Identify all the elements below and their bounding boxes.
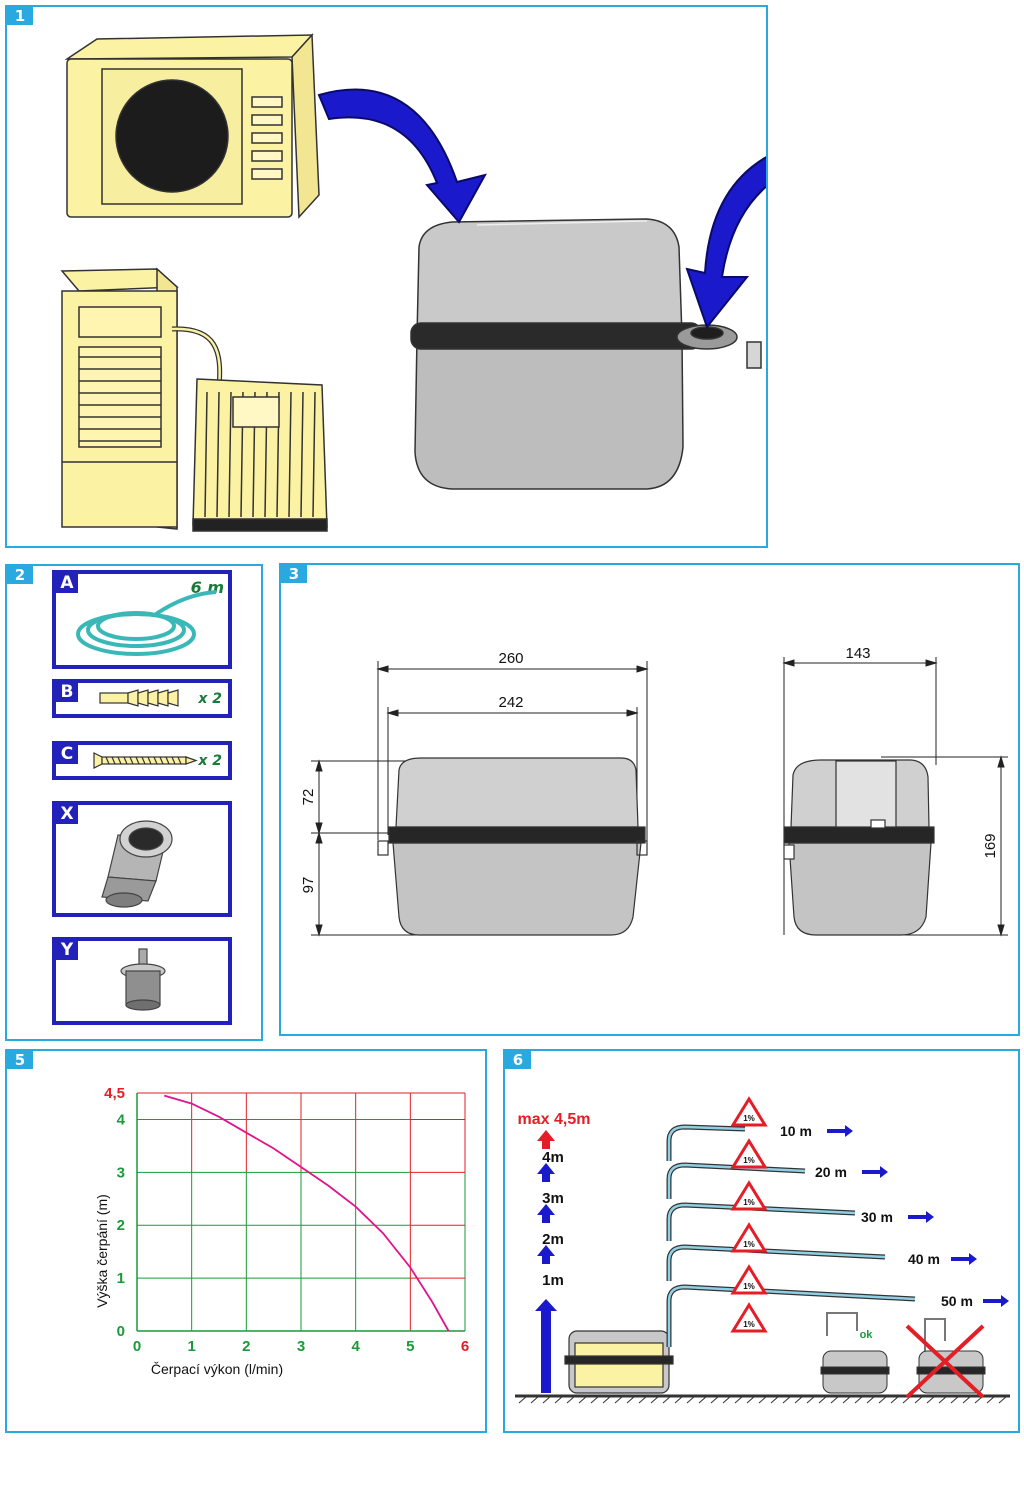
chart-x-tick-label: 0 [133,1338,141,1355]
condensate-pump [410,218,762,490]
pump-front-view [377,757,648,936]
accessory-letter: A [56,574,78,593]
chart-grid [136,1092,466,1332]
panel-2-accessories: 2 A 6 m B x 2 C x 2 [5,564,263,1041]
dimension-drawing: 260 242 72 97 143 169 [300,645,1008,937]
accessory-b-anchors: B x 2 [52,679,232,718]
chart-y-tick-label: 4 [117,1111,126,1128]
panel-number: 3 [281,565,307,583]
adapter-fitting-icon [101,820,173,908]
accessory-letter: C [56,745,78,764]
lift-level-2m: 2m [542,1231,564,1248]
chart-tick-labels: 0 1 2 3 4 5 6 0 1 2 3 4 4,5 [104,1085,469,1355]
accessory-x-adapter: X [52,801,232,917]
chart-x-tick-label: 2 [242,1338,250,1355]
slope-label: 1% [743,1198,755,1207]
outdoor-ac-unit [64,33,320,219]
run-length-50m: 50 m [941,1293,973,1309]
accessory-a-hose: A 6 m [52,570,232,669]
chart-y-tick-label: 3 [117,1164,125,1181]
panel-1-applications: 1 [5,5,768,548]
flow-arrow-left [317,88,487,224]
hose-coil-icon [76,590,217,656]
run-length-30m: 30 m [861,1209,893,1225]
dim-side-width: 143 [845,645,870,662]
slope-sign-2 [730,1138,768,1169]
pump-at-floor [564,1330,674,1394]
chart-x-tick-label: 4 [351,1338,360,1355]
slope-sign-1 [730,1096,768,1127]
slope-label: 1% [743,1156,755,1165]
slope-label: 1% [743,1282,755,1291]
pump-ok-example [820,1312,890,1394]
chart-x-axis-label: Čerpací výkon (l/min) [151,1361,283,1377]
ok-label: ok [860,1329,874,1341]
lift-max-label: max 4,5m [518,1111,591,1128]
slope-warning-signs [730,1096,768,1333]
chart-x-tick-label: 1 [187,1338,195,1355]
cross-icon [905,1324,985,1399]
wall-anchor-icon [99,689,179,707]
slope-sign-3 [730,1180,768,1211]
lift-level-4m: 4m [542,1149,564,1166]
accessory-letter: Y [56,941,78,960]
accessory-letter: B [56,683,78,702]
lift-arrow-1m [535,1299,557,1393]
panel-number: 5 [7,1051,33,1069]
chart-y-tick-label: 0 [117,1323,125,1340]
slope-label: 1% [743,1240,755,1249]
chart-y-axis-label: Výška čerpání (m) [94,1194,110,1308]
slope-sign-5 [730,1264,768,1295]
dim-side-height: 169 [982,833,999,858]
lift-diagram: max 4,5m 4m 3m 2m 1m [515,1096,1010,1404]
applications-illustration: ✻✻✻ [60,33,766,532]
panel-5-pump-curve: 5 0 1 2 3 4 5 6 0 1 2 3 4 4,5 Čerpací výkon (l/min) … [5,1049,487,1433]
accessory-y-plug: Y [52,937,232,1025]
floor-ac-unit [60,267,328,532]
run-length-20m: 20 m [815,1164,847,1180]
pump-side-view [783,759,935,936]
screw-icon [93,752,198,769]
panel-6-lift-and-run: 6 max 4,5m 4m 3m 2m 1m [503,1049,1020,1433]
panel-number: 1 [7,7,33,25]
accessory-letter: X [56,805,78,824]
accessory-c-screws: C x 2 [52,741,232,780]
lift-level-3m: 3m [542,1190,564,1207]
pump-performance-chart: 0 1 2 3 4 5 6 0 1 2 3 4 4,5 Čerpací výkon (l/min) Vý… [94,1085,469,1377]
panel-number: 6 [505,1051,531,1069]
lift-arrow-3m [537,1204,555,1223]
chart-x-tick-label: 6 [461,1338,469,1355]
plug-fitting-icon [120,948,166,1011]
slope-sign-4 [730,1222,768,1253]
accessory-note: x 2 [198,691,222,707]
floor-hatch [515,1394,1010,1404]
chart-series-line [164,1094,450,1332]
chart-y-tick-label: 1 [117,1270,125,1287]
chart-x-tick-label: 3 [297,1338,305,1355]
run-direction-arrows [827,1125,1009,1307]
lift-arrow-max [537,1130,555,1149]
accessory-note: x 2 [198,753,222,769]
chart-y-tick-label: 2 [117,1217,125,1234]
chart-y-tick-label: 4,5 [104,1085,125,1102]
discharge-pipes [666,1124,916,1347]
panel-number: 2 [7,566,33,584]
slope-sign-6 [730,1302,768,1333]
dim-upper-height: 72 [300,789,317,806]
slope-label: 1% [743,1114,755,1123]
lift-arrow-2m [537,1245,555,1264]
chart-x-tick-label: 5 [406,1338,414,1355]
panel-3-dimensions: 3 [279,563,1020,1036]
run-length-10m: 10 m [780,1123,812,1139]
run-length-40m: 40 m [908,1251,940,1267]
dim-front-total-width: 260 [498,650,523,667]
lift-arrows [535,1130,557,1393]
lift-level-1m: 1m [542,1272,564,1289]
dim-front-inner-width: 242 [498,694,523,711]
slope-label: 1% [743,1320,755,1329]
flow-arrow-right [685,156,766,330]
dim-lower-height: 97 [300,877,317,894]
lift-arrow-4m [537,1163,555,1182]
